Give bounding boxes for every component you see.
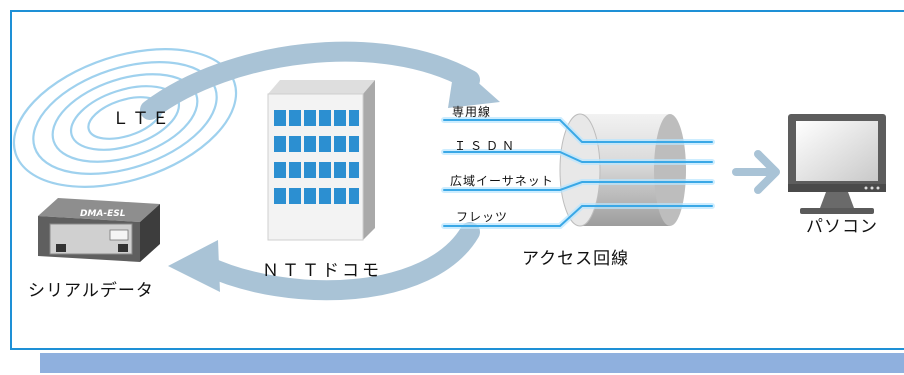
pc-label: パソコン: [806, 217, 878, 237]
line-label-dedicated: 専用線: [452, 105, 492, 119]
arrow-lte-to-access-head: [448, 62, 500, 108]
access-lines: [441, 117, 715, 229]
access-line-label: アクセス回線: [522, 249, 630, 269]
serial-data-label: シリアルデータ: [28, 281, 154, 301]
carrier-label: ＮＴＴドコモ: [262, 261, 382, 281]
line-label-ethernet: 広域イーサネット: [450, 174, 554, 188]
diagram-frame: [10, 10, 904, 350]
line-label-flets: フレッツ: [456, 210, 509, 224]
serial-device-icon: DMA-ESL: [38, 198, 160, 262]
device-brand: DMA-ESL: [80, 209, 126, 219]
arrow-access-to-serial: [195, 222, 480, 301]
arrow-right-icon: [732, 150, 780, 194]
monitor-icon: [788, 114, 886, 214]
arrow-lte-to-access: [140, 41, 480, 120]
arrow-access-to-serial-head: [168, 240, 220, 292]
lte-label: ＬＴＥ: [112, 109, 172, 129]
line-label-isdn: ＩＳＤＮ: [454, 139, 519, 153]
frame-shadow: [40, 353, 904, 373]
building-icon: [267, 80, 375, 241]
